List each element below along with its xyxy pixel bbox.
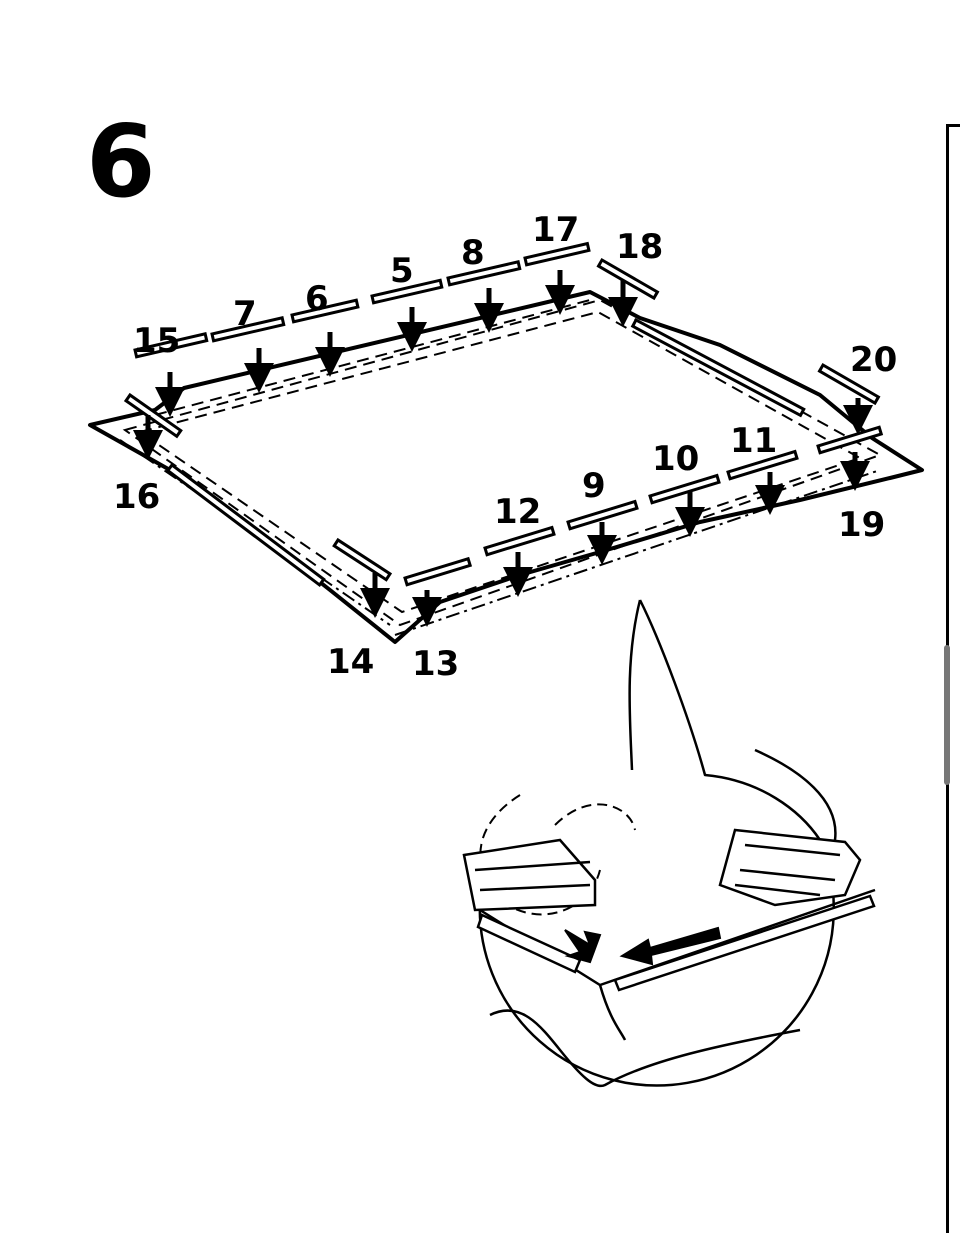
callout-strips [476, 894, 876, 992]
part-label-17: 17 [532, 210, 579, 250]
part-label-20: 20 [850, 340, 897, 380]
part-label-12: 12 [494, 492, 541, 532]
callout-arrows [564, 926, 722, 966]
brush-left-icon [462, 838, 597, 912]
frame-guide-lines [122, 298, 883, 627]
part-label-18: 18 [616, 227, 663, 267]
step-number: 6 [86, 103, 156, 220]
detail-callout [478, 599, 835, 1087]
part-label-10: 10 [652, 439, 699, 479]
part-label-7: 7 [233, 294, 257, 334]
part-label-14: 14 [327, 642, 374, 682]
insert-arrows [133, 270, 873, 627]
part-label-15: 15 [133, 321, 180, 361]
part-label-19: 19 [838, 505, 885, 545]
brush-right-icon [718, 748, 862, 907]
part-label-13: 13 [412, 644, 459, 684]
panel-scroll-tab[interactable] [944, 645, 950, 785]
strip-pieces [123, 241, 884, 588]
part-label-9: 9 [582, 466, 606, 506]
part-label-11: 11 [730, 421, 777, 461]
part-label-5: 5 [390, 251, 414, 291]
part-label-16: 16 [113, 477, 160, 517]
part-label-8: 8 [461, 233, 485, 273]
fabric-sheet [88, 290, 924, 644]
part-label-6: 6 [305, 279, 329, 319]
part-labels: 15 7 6 5 8 17 18 20 16 11 10 9 12 19 14 … [113, 210, 897, 684]
